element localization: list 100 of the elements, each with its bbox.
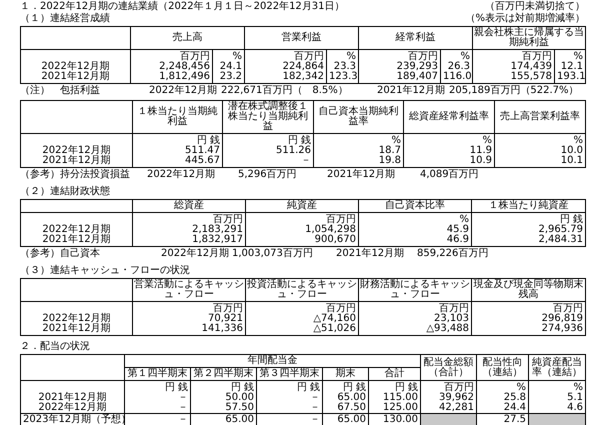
column-header: 売上高営業利益率 (494, 100, 586, 134)
data-value: 125.00 (368, 403, 421, 414)
data-value: 296,819 (472, 314, 586, 324)
data-value: △74,160 (246, 314, 358, 324)
data-value: 189,407 (358, 72, 440, 84)
unit-label: % (326, 50, 358, 62)
data-value: 18.7 (314, 146, 404, 156)
unit-label: 円 銭 (256, 380, 322, 393)
unit-label: 円 銭 (322, 380, 368, 393)
unit-label: % (554, 50, 586, 62)
data-value: 27.5 (476, 414, 529, 425)
unit-label: 百万円 (246, 302, 358, 314)
unit-label: 円 銭 (368, 380, 421, 393)
data-value: 2,484.31 (472, 235, 586, 246)
data-value: 130.00 (368, 414, 421, 425)
data-value: 24.1 (212, 62, 244, 72)
data-value: 155,578 (472, 72, 554, 84)
data-value: 123.3 (326, 72, 358, 84)
data-value: 57.50 (190, 403, 256, 414)
data-value: 511.26 (222, 146, 314, 156)
column-header: 配当金総額（合計） (420, 354, 477, 380)
unit-label: 百万円 (246, 212, 358, 225)
data-value: 2,965.79 (472, 225, 586, 235)
data-value: － (256, 403, 322, 414)
data-value: 46.9 (358, 235, 472, 246)
data-value: 25.8 (476, 393, 529, 403)
data-value: 900,670 (246, 235, 358, 246)
data-value: 23.3 (326, 62, 358, 72)
column-header: 投資活動によるキャッシュ・フロー (246, 278, 358, 302)
data-value: 193.1 (554, 72, 586, 84)
data-value: 1,812,496 (130, 72, 212, 84)
note-text: 1,003,073百万円 (232, 249, 313, 259)
unit-label: 円 銭 (472, 212, 586, 225)
data-value: 11.9 (404, 146, 494, 156)
unit-label: 百万円 (358, 50, 440, 62)
column-header: 営業利益 (244, 26, 358, 50)
column-header: 配当性向（連結） (476, 354, 529, 380)
column-header: 親会社株主に帰属する当期純利益 (472, 26, 586, 50)
unit-label: % (440, 50, 472, 62)
data-value: 2,183,291 (132, 225, 246, 235)
note-text: 2022年12月期 (161, 249, 230, 259)
data-value: △51,026 (246, 324, 358, 336)
data-value: 182,342 (244, 72, 326, 84)
data-value: 23.2 (212, 72, 244, 84)
row-header: 2022年12月期 (20, 146, 132, 156)
section-heading: ２．配当の状況 (20, 342, 90, 352)
note-text: 2021年12月期 (336, 249, 404, 259)
note-text: （%表示は対前期増減率） (465, 14, 585, 24)
data-value: － (222, 156, 314, 168)
note-text: 2021年12月期 (327, 170, 396, 180)
data-value: 115.00 (368, 393, 421, 403)
unit-label: 円 銭 (132, 134, 222, 146)
data-value: 274,936 (472, 324, 586, 336)
unit-label: 百万円 (420, 380, 477, 393)
data-value: 39,962 (420, 393, 477, 403)
row-header: 2021年12月期 (20, 324, 132, 336)
data-value: 65.00 (322, 414, 368, 425)
note-text: （百万円未満切捨て） (485, 2, 585, 12)
data-value: 239,293 (358, 62, 440, 72)
section-heading: （２）連結財政状態 (20, 187, 110, 197)
data-value: － (124, 393, 190, 403)
note-text: 205,189百万円（522.7%） (449, 86, 578, 96)
unit-label: 円 銭 (222, 134, 314, 146)
data-value: △93,488 (358, 324, 472, 336)
data-value: 45.9 (358, 225, 472, 235)
data-value: 50.00 (190, 393, 256, 403)
row-header: 2021年12月期 (20, 72, 130, 84)
data-value: － (256, 414, 322, 425)
unit-label: % (212, 50, 244, 62)
column-header: 期末 (322, 368, 368, 380)
section-heading: １．2022年12月期の連結業績（2022年１月１日～2022年12月31日） (20, 2, 345, 12)
note-text: 222,671百万円（ 8.5%） (221, 86, 348, 96)
section-heading: （１）連結経営成績 (20, 14, 110, 24)
data-value: 23,103 (358, 314, 472, 324)
column-header: 合計 (368, 368, 421, 380)
unit-label: 百万円 (132, 302, 246, 314)
note-text: 5,296百万円 (238, 170, 297, 180)
column-header: 自己資本当期純利益率 (314, 100, 404, 134)
data-value: 1,054,298 (246, 225, 358, 235)
unit-label: 百万円 (244, 50, 326, 62)
row-header: 2022年12月期 (20, 62, 130, 72)
unit-label: % (314, 134, 404, 146)
column-header: 純資産 (246, 200, 358, 212)
data-value: 65.00 (322, 393, 368, 403)
data-value: 19.8 (314, 156, 404, 168)
column-header: 経常利益 (358, 26, 472, 50)
unit-label: 百万円 (472, 50, 554, 62)
column-header: １株当たり当期純利益 (132, 100, 222, 134)
unit-label: 百万円 (358, 302, 472, 314)
note-text: （参考）持分法投資損益 (20, 170, 130, 180)
data-value: 174,439 (472, 62, 554, 72)
data-value: － (124, 403, 190, 414)
column-header: 潜在株式調整後１株当たり当期純利益 (222, 100, 314, 134)
data-value: 12.1 (554, 62, 586, 72)
unit-label: % (528, 380, 586, 393)
data-value: 1,832,917 (132, 235, 246, 246)
data-value: 116.0 (440, 72, 472, 84)
data-value: 65.00 (190, 414, 256, 425)
unit-label: % (404, 134, 494, 146)
column-header: 総資産経常利益率 (404, 100, 494, 134)
